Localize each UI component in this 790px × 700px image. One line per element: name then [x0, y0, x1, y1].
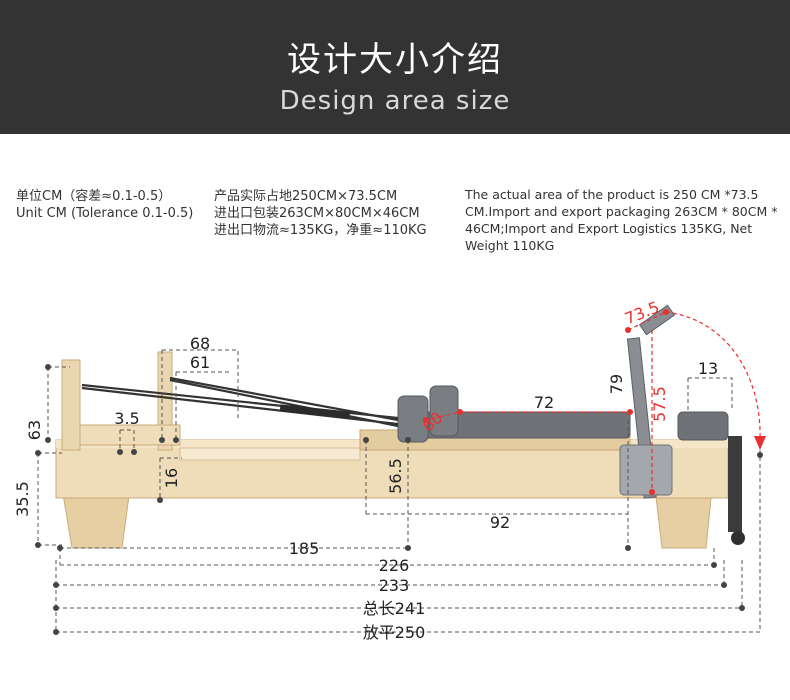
inner-track	[179, 447, 361, 461]
label-185: 185	[289, 539, 320, 558]
rope-post-outer	[61, 359, 81, 451]
label-63: 63	[25, 420, 44, 440]
label-16: 16	[162, 468, 181, 488]
standing-platform	[677, 411, 729, 441]
grey-dimension-lines	[37, 349, 761, 633]
label-92: 92	[490, 513, 510, 532]
riser-box	[79, 424, 181, 446]
wheel	[731, 531, 745, 545]
label-68: 68	[190, 334, 210, 353]
label-3-5: 3.5	[114, 409, 139, 428]
chinese-spec: 产品实际占地250CM×73.5CM 进出口包装263CM×80CM×46CM …	[214, 189, 427, 238]
red-dimension-lines	[425, 311, 761, 492]
label-233: 233	[379, 576, 410, 595]
label-35-5: 35.5	[13, 481, 32, 517]
english-spec: The actual area of the product is 250 CM…	[465, 187, 778, 253]
footbar-bracket	[619, 444, 673, 496]
label-61: 61	[190, 353, 210, 372]
reformer-illustration	[55, 304, 745, 549]
arrow-head	[754, 436, 766, 450]
end-block	[728, 436, 742, 532]
page-subtitle: Design area size	[279, 86, 511, 116]
rope-straps	[279, 404, 351, 419]
unit-spec: 单位CM（容差≈0.1-0.5） Unit CM (Tolerance 0.1-…	[16, 189, 194, 221]
label-226: 226	[379, 556, 410, 575]
reformer-dimension-diagram: 68 61 3.5 63 35.5 16 56.5 72 79 13 92 18…	[13, 297, 766, 642]
grey-dimension-dots	[35, 364, 763, 635]
label-250: 放平250	[363, 623, 426, 642]
label-57-5: 57.5	[650, 386, 669, 422]
page-title: 设计大小介绍	[287, 40, 503, 80]
label-72: 72	[534, 393, 554, 412]
label-56-5: 56.5	[386, 458, 405, 494]
label-241: 总长241	[363, 599, 426, 618]
label-79: 79	[607, 374, 626, 394]
header-banner: 设计大小介绍 Design area size	[0, 0, 790, 134]
label-13: 13	[698, 359, 718, 378]
red-dimension-dots	[423, 309, 669, 495]
